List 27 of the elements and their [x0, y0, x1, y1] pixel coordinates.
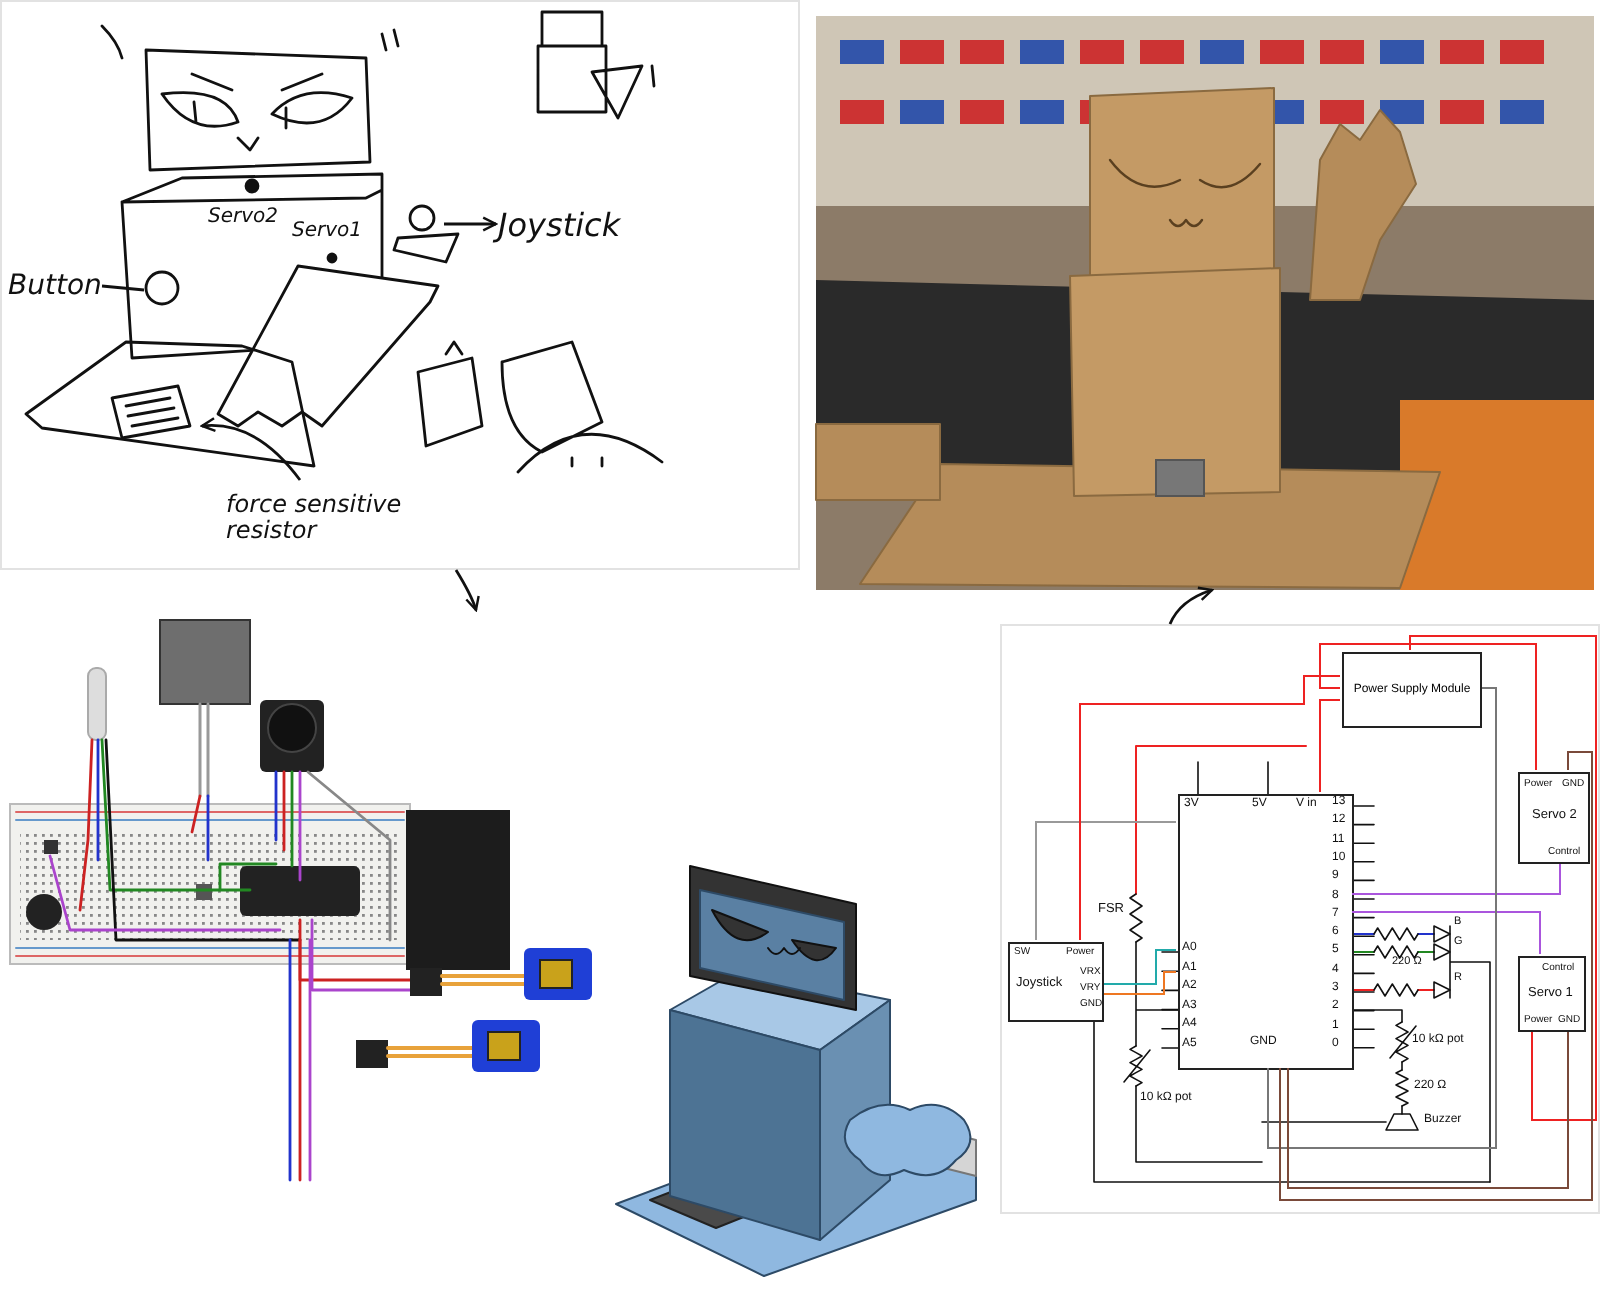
leader-line	[101, 284, 145, 292]
wire	[1279, 751, 1593, 1201]
part-label: Servo1	[292, 220, 363, 242]
leader-line	[444, 216, 498, 232]
microcontroller-box	[1178, 794, 1354, 1070]
wire	[1101, 949, 1177, 985]
wire	[1319, 699, 1341, 793]
component-box	[1518, 772, 1590, 864]
callout-label: Joystick	[498, 204, 642, 248]
arrow	[454, 569, 480, 612]
component-box	[1008, 942, 1104, 1022]
wire	[1287, 1029, 1569, 1189]
arrow	[1168, 586, 1214, 625]
wire	[1351, 911, 1541, 955]
wire	[1409, 635, 1597, 1121]
wire	[1267, 687, 1497, 1149]
schematic-panel	[1000, 624, 1600, 1214]
wire	[1351, 861, 1561, 895]
component-box	[1518, 956, 1586, 1032]
part-label: Servo2	[208, 206, 279, 228]
leader-line	[200, 417, 302, 481]
wire	[1079, 675, 1341, 941]
callout-label: Button	[8, 268, 104, 308]
callout-label: force sensitive resistor	[226, 482, 434, 554]
wire	[1035, 821, 1177, 941]
wire	[1319, 643, 1537, 771]
wire	[1101, 971, 1177, 995]
